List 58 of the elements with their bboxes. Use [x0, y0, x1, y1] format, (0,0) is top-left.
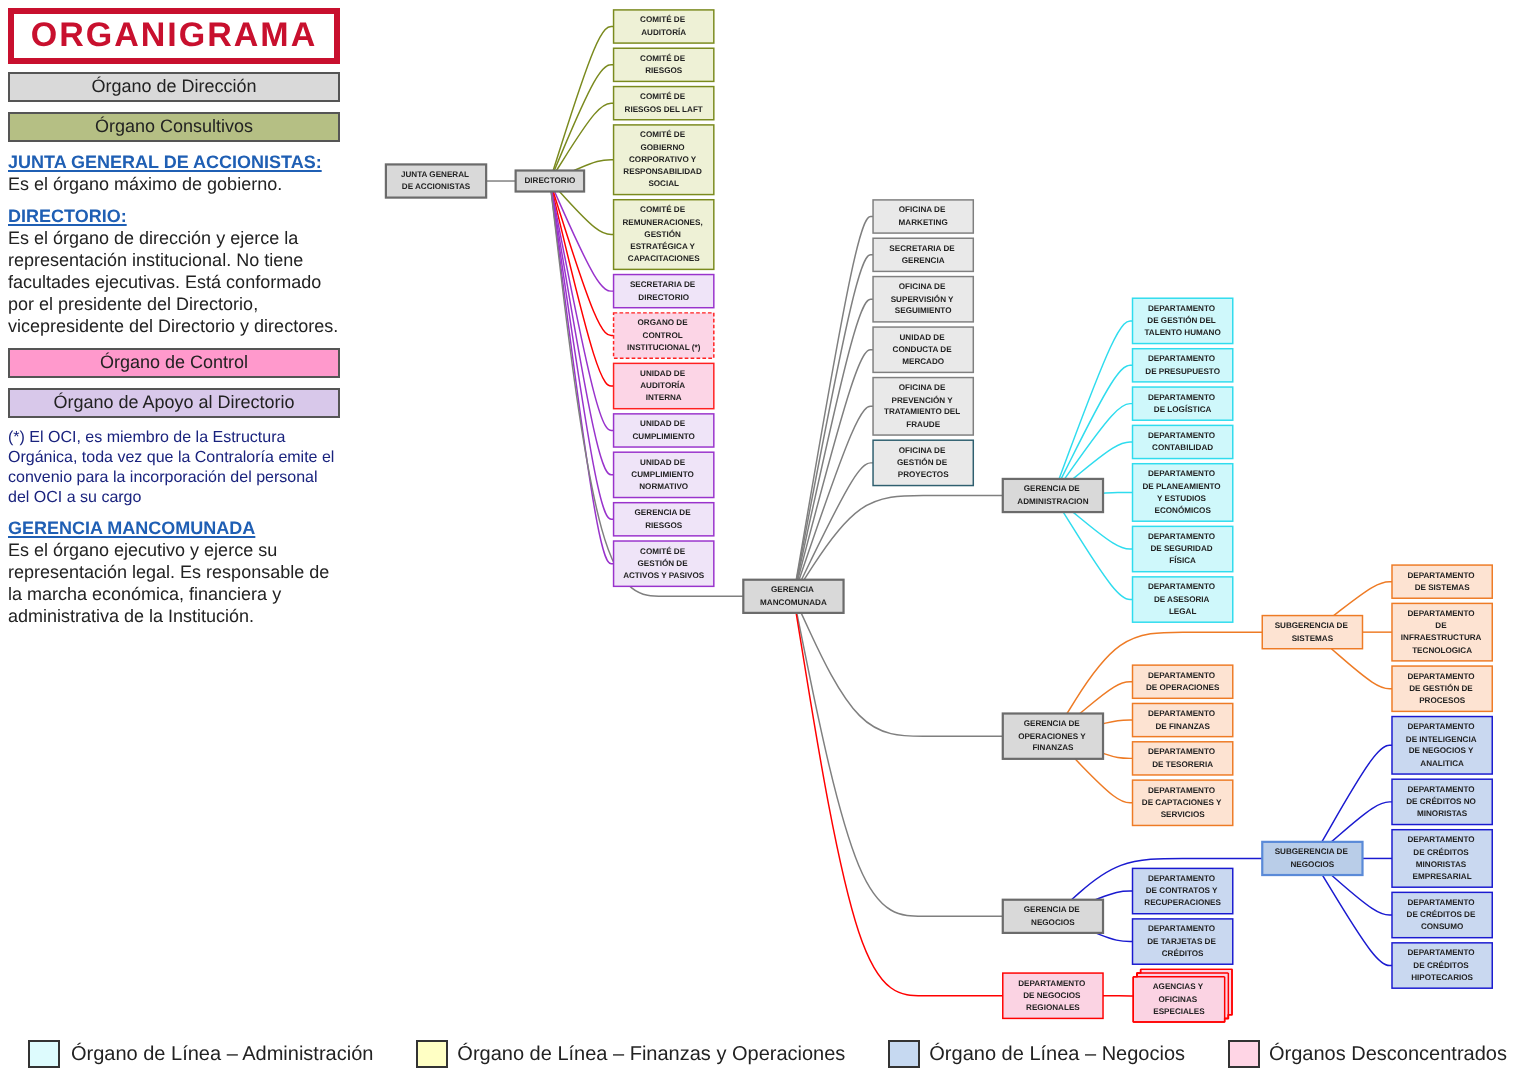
connector — [574, 159, 616, 172]
connector — [1331, 874, 1394, 916]
connector — [1322, 874, 1394, 967]
title: ORGANIGRAMA — [8, 8, 340, 64]
connector — [799, 405, 875, 581]
connector — [801, 462, 875, 581]
connector — [1103, 719, 1135, 725]
connector — [1333, 580, 1394, 617]
connector — [559, 190, 616, 236]
footnote: (*) El OCI, es miembro de la Estructura Orgánica, toda vez que la Contraloría emite el convenio para la incorporación del personal del OCI a su cargo — [8, 428, 337, 508]
connector — [554, 64, 616, 172]
description-heading: DIRECTORIO: — [8, 206, 129, 226]
section-header: Órgano de Apoyo al Directorio — [8, 388, 340, 418]
description-text: Es el órgano máximo de gobierno. — [8, 174, 285, 196]
connector — [1073, 511, 1135, 550]
connector — [1071, 857, 1264, 901]
connector — [804, 494, 1005, 581]
connector — [554, 190, 616, 292]
connector — [486, 180, 518, 182]
connector — [1080, 681, 1135, 715]
connector — [1331, 801, 1394, 843]
connector — [1331, 648, 1394, 690]
legend-label: Órgano de Línea – Negocios — [929, 1043, 1186, 1065]
legend-label: Órgano de Línea – Administración — [70, 1043, 374, 1065]
connector — [1064, 402, 1135, 480]
section-header: Órgano Consultivos — [8, 112, 340, 142]
connector — [553, 25, 616, 172]
connector — [1067, 631, 1264, 715]
connector — [1073, 441, 1135, 480]
connector — [1322, 744, 1394, 843]
description-heading: JUNTA GENERAL DE ACCIONISTAS: — [8, 152, 324, 172]
description-text: Es el órgano de dirección y ejerce la representación institucional. No tiene facultades ejecutivas. Está conformado por el presidente del Directorio, vicepresidente del Directorio y directores. — [8, 228, 340, 338]
connector — [1103, 995, 1136, 997]
connector — [801, 612, 1005, 737]
legend-label: Órganos Desconcentrados — [1269, 1043, 1507, 1065]
description-heading: GERENCIA MANCOMUNADA — [8, 518, 258, 538]
connector — [551, 190, 745, 598]
connector — [1362, 631, 1394, 633]
description-text: Es el órgano ejecutivo y ejerce su representación legal. Es responsable de la marcha económica, financiera y administrativa de la Institución. — [8, 540, 332, 628]
connector — [552, 190, 616, 432]
connector — [1103, 491, 1135, 494]
legend-label: Órgano de Línea – Finanzas y Operaciones — [457, 1043, 846, 1065]
connector — [1095, 932, 1135, 943]
connector — [796, 612, 1005, 997]
connector — [556, 102, 616, 172]
connector — [796, 612, 1005, 918]
connector — [797, 349, 875, 581]
connector — [553, 190, 616, 337]
connector — [1075, 758, 1135, 804]
connector — [1061, 364, 1135, 480]
connector — [1362, 857, 1394, 860]
connector — [1103, 752, 1135, 760]
section-header: Órgano de Control — [8, 348, 340, 378]
connector — [1095, 890, 1135, 901]
connector — [552, 190, 616, 387]
section-header: Órgano de Dirección — [8, 72, 340, 102]
connector — [1059, 320, 1135, 480]
connector — [1063, 511, 1135, 601]
